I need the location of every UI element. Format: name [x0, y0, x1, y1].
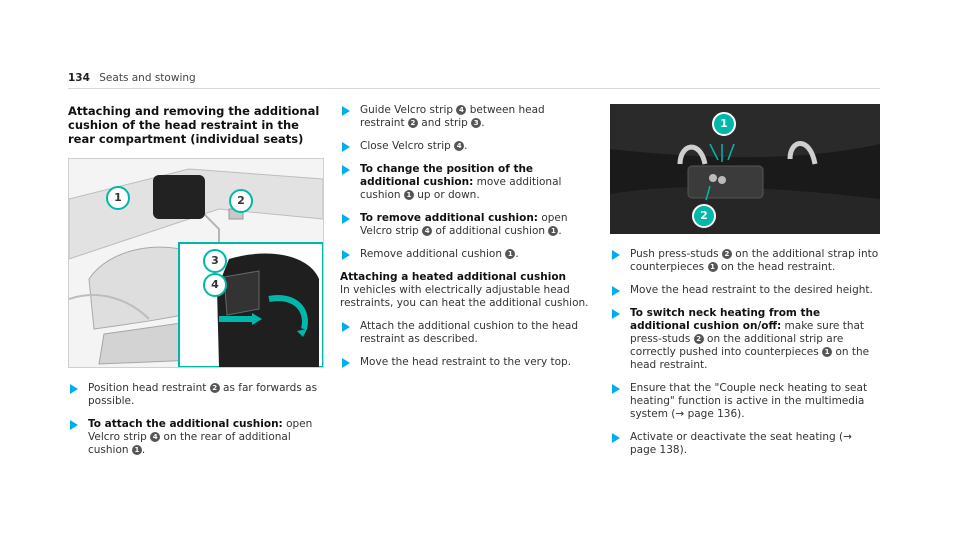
- step-move-desired-height: Move the head restraint to the desired h…: [610, 284, 880, 297]
- column-3: 1 2 Push press-studs 2 on the additional…: [610, 104, 880, 467]
- step-activate-seat-heating: Activate or deactivate the seat heating …: [610, 431, 880, 457]
- page-reference-link[interactable]: page 136).: [687, 408, 745, 420]
- triangle-bullet-icon: [342, 250, 350, 260]
- ref-number: 1: [707, 262, 718, 272]
- head-restraint-photo: 1 2: [610, 104, 880, 234]
- callout-1: 1: [712, 112, 736, 136]
- triangle-bullet-icon: [342, 165, 350, 175]
- section-heading: Attaching and removing the additional cu…: [68, 104, 320, 146]
- step-guide-velcro: Guide Velcro strip 4 between head restra…: [340, 104, 590, 130]
- ref-number: 4: [454, 141, 465, 151]
- step-change-position: To change the position of the additional…: [340, 163, 590, 202]
- step-position-head-restraint: Position head restraint 2 as far forward…: [68, 382, 322, 408]
- page-reference-link[interactable]: page 138).: [630, 444, 688, 456]
- step-push-press-studs: Push press-studs 2 on the additional str…: [610, 248, 880, 274]
- triangle-bullet-icon: [612, 384, 620, 394]
- ref-number: 3: [471, 118, 482, 128]
- triangle-bullet-icon: [342, 106, 350, 116]
- callout-4: 4: [203, 273, 227, 297]
- ref-number: 2: [693, 334, 704, 344]
- subheading: Attaching a heated additional cushion: [340, 271, 567, 283]
- triangle-bullet-icon: [612, 433, 620, 443]
- ref-number: 1: [403, 190, 414, 200]
- step-close-velcro: Close Velcro strip 4.: [340, 140, 590, 153]
- ref-number: 4: [422, 226, 433, 236]
- page-title: Seats and stowing: [99, 72, 196, 84]
- head-restraint-drawing: [610, 104, 880, 234]
- triangle-bullet-icon: [342, 142, 350, 152]
- step-remove-cushion-open: To remove additional cushion: open Velcr…: [340, 212, 590, 238]
- triangle-bullet-icon: [612, 286, 620, 296]
- page-header: 134 Seats and stowing: [68, 72, 880, 89]
- step-move-to-top: Move the head restraint to the very top.: [340, 356, 590, 369]
- triangle-bullet-icon: [70, 420, 78, 430]
- ref-number: 4: [150, 432, 161, 442]
- triangle-bullet-icon: [70, 384, 78, 394]
- triangle-bullet-icon: [612, 309, 620, 319]
- info-text: In vehicles with electrically adjustable…: [340, 284, 589, 309]
- callout-3: 3: [203, 249, 227, 273]
- callout-1: 1: [106, 186, 130, 210]
- ref-number: 1: [822, 347, 833, 357]
- ref-number: 1: [131, 445, 142, 455]
- step-attach-cushion: To attach the additional cushion: open V…: [68, 418, 322, 457]
- column-2: Guide Velcro strip 4 between head restra…: [340, 104, 590, 379]
- rear-seat-drawing: [69, 159, 323, 367]
- triangle-bullet-icon: [612, 250, 620, 260]
- ref-number: 2: [209, 383, 220, 393]
- arrow-right-icon: →: [843, 431, 852, 443]
- page-number: 134: [68, 72, 90, 84]
- rear-seat-illustration: 1 2 3 4: [68, 158, 324, 368]
- callout-2: 2: [692, 204, 716, 228]
- callout-2: 2: [229, 189, 253, 213]
- arrow-right-icon: →: [675, 408, 685, 420]
- step-ensure-function-active: Ensure that the "Couple neck heating to …: [610, 382, 880, 421]
- ref-number: 1: [505, 249, 516, 259]
- ref-number: 4: [456, 105, 467, 115]
- triangle-bullet-icon: [342, 358, 350, 368]
- ref-number: 1: [548, 226, 559, 236]
- triangle-bullet-icon: [342, 322, 350, 332]
- ref-number: 2: [407, 118, 418, 128]
- heated-cushion-info: Attaching a heated additional cushion In…: [340, 271, 590, 310]
- step-attach-to-restraint: Attach the additional cushion to the hea…: [340, 320, 590, 346]
- step-remove-cushion: Remove additional cushion 1.: [340, 248, 590, 261]
- step-switch-neck-heating: To switch neck heating from the addition…: [610, 307, 880, 372]
- triangle-bullet-icon: [342, 214, 350, 224]
- column-1: Attaching and removing the additional cu…: [68, 104, 324, 467]
- ref-number: 2: [721, 249, 732, 259]
